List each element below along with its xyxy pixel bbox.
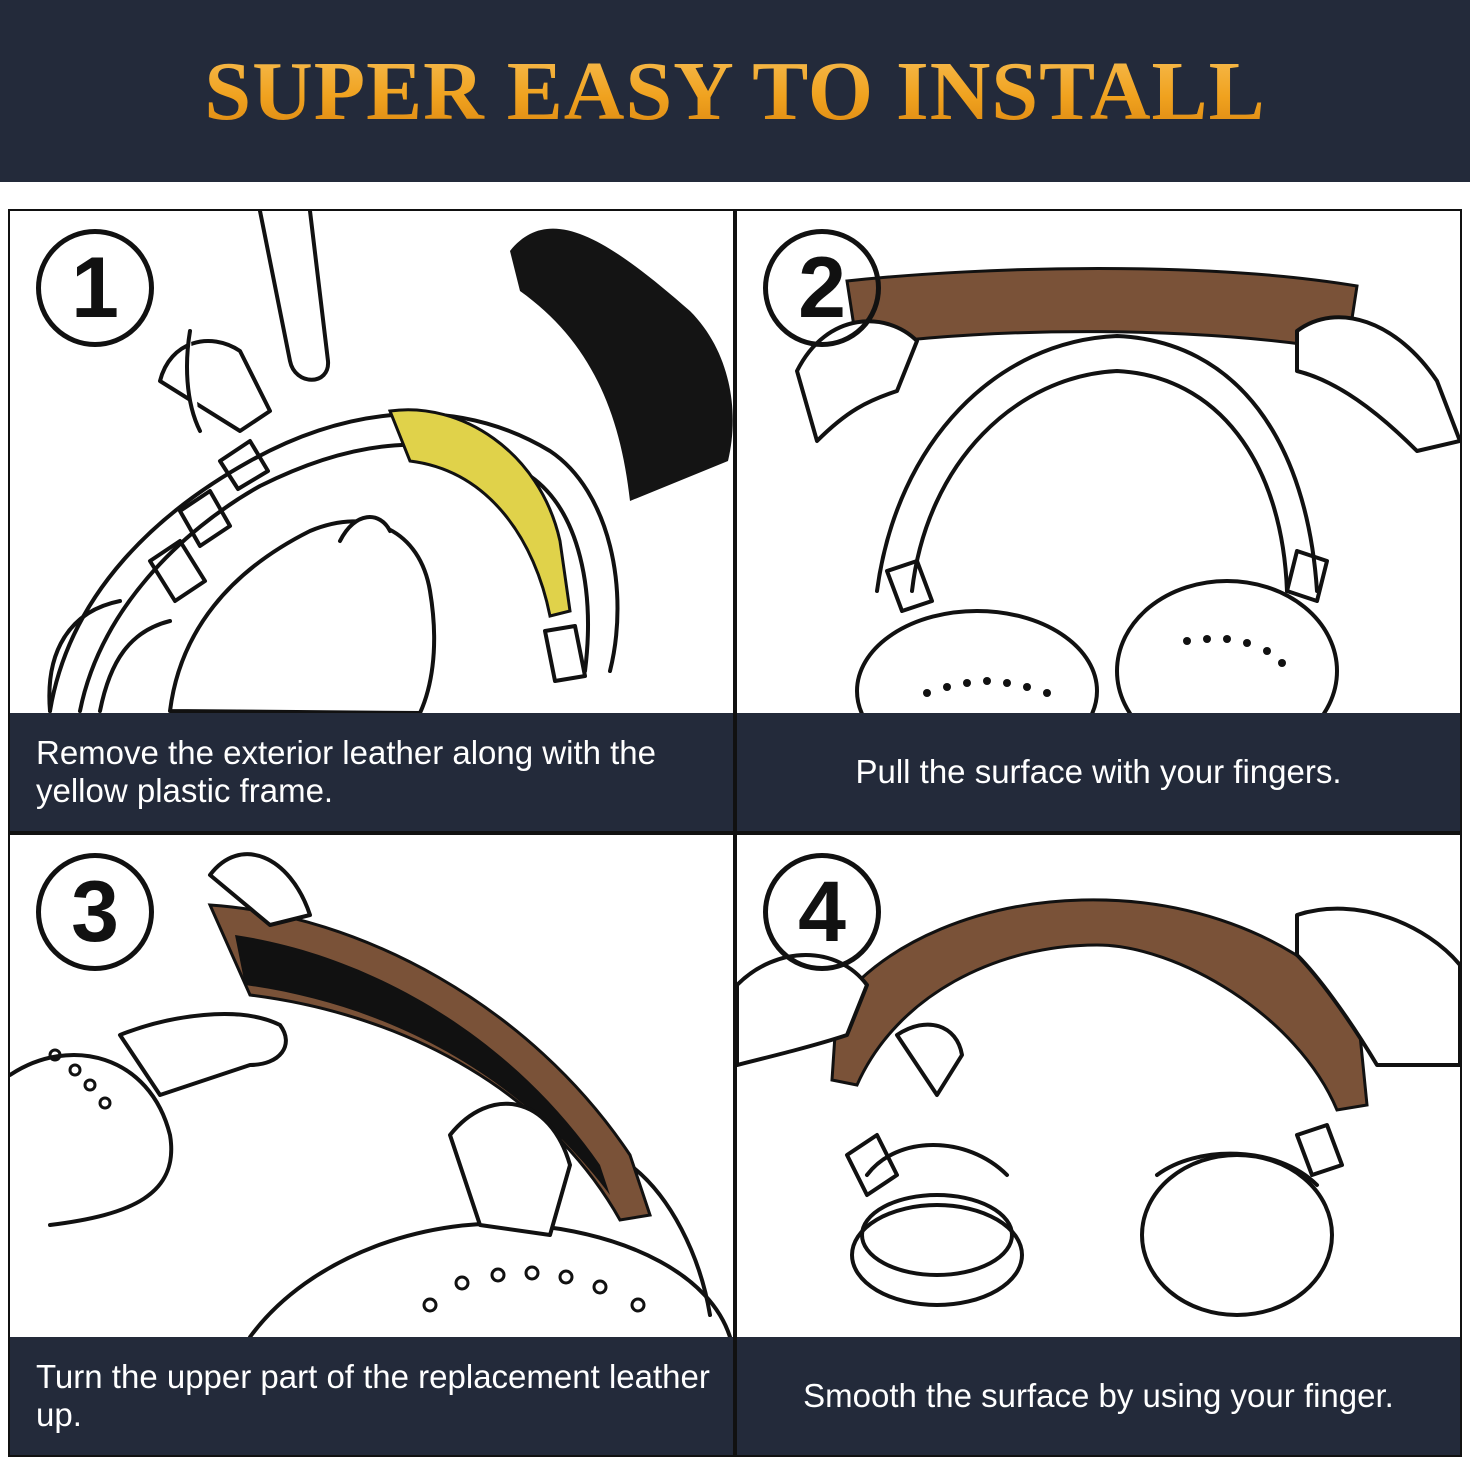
step-4-caption: Smooth the surface by using your finger. xyxy=(737,1337,1460,1455)
step-3-badge: 3 xyxy=(36,853,154,971)
installed-leather-shape xyxy=(830,898,1369,1112)
step-3-illustration xyxy=(10,852,732,1337)
step-2-badge: 2 xyxy=(763,229,881,347)
title-banner: SUPER EASY TO INSTALL xyxy=(0,0,1470,182)
step-3-caption: Turn the upper part of the replacement l… xyxy=(10,1337,733,1455)
page-title: SUPER EASY TO INSTALL xyxy=(204,44,1266,138)
steps-grid: 1 Remove the exterior leather along with… xyxy=(8,209,1462,1457)
step-3-panel: 3 Turn the upper part of the replacement… xyxy=(10,835,733,1455)
removed-leather-shape xyxy=(510,228,733,501)
step-2-illustration xyxy=(795,267,1460,713)
step-1-panel: 1 Remove the exterior leather along with… xyxy=(10,211,733,831)
step-4-badge: 4 xyxy=(763,853,881,971)
step-4-illustration xyxy=(737,898,1460,1317)
leather-underside-shape xyxy=(235,935,610,1195)
step-1-caption: Remove the exterior leather along with t… xyxy=(10,713,733,831)
step-1-badge: 1 xyxy=(36,229,154,347)
step-1-illustration xyxy=(47,211,733,713)
step-2-panel: 2 Pull the surface with your fingers. xyxy=(737,211,1460,831)
step-4-panel: 4 Smooth the surface by using your finge… xyxy=(737,835,1460,1455)
step-2-caption: Pull the surface with your fingers. xyxy=(737,713,1460,831)
yellow-frame-shape xyxy=(387,408,572,618)
